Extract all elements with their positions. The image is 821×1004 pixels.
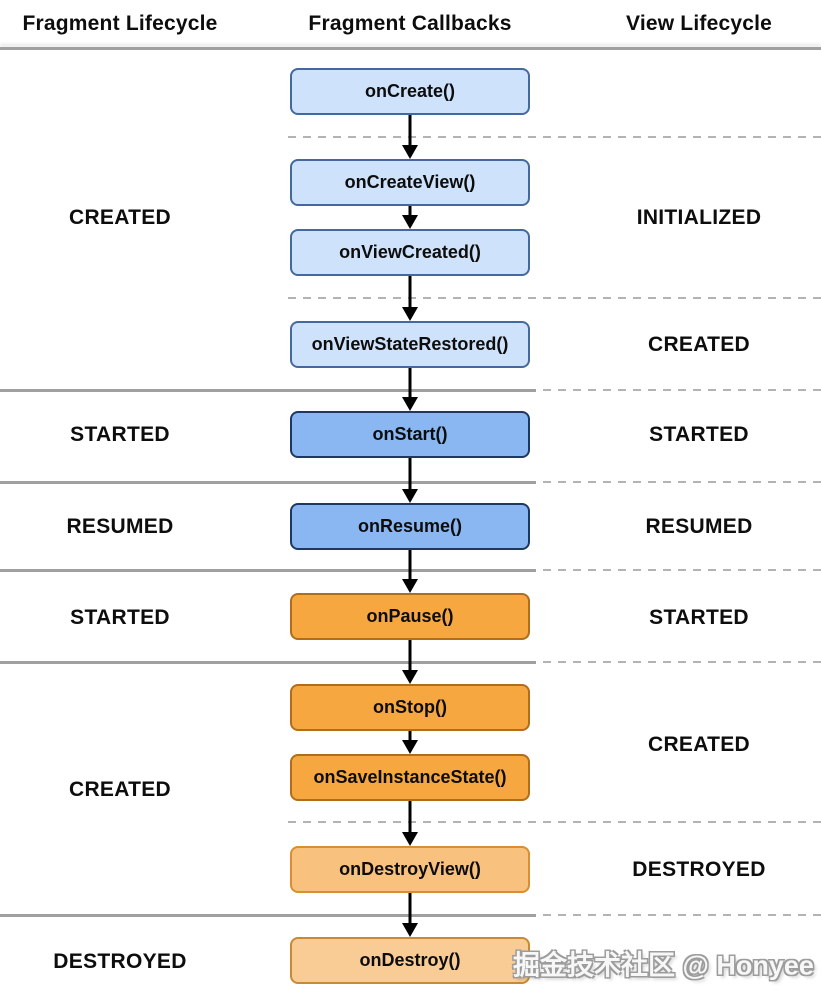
callback-label: onStop(): [373, 697, 447, 717]
divider-dashed: [543, 389, 821, 391]
divider-dashed: [543, 914, 821, 916]
callback-label: onResume(): [357, 516, 462, 536]
callback-box-onstop: onStop(): [290, 684, 530, 731]
callback-label: onDestroy(): [359, 950, 461, 970]
view-state-destroyed: DESTROYED: [632, 858, 766, 881]
view-state-started-2: STARTED: [649, 606, 749, 629]
header-divider: [0, 47, 821, 50]
divider-dashed: [543, 661, 821, 663]
callback-label: onCreate(): [364, 81, 455, 101]
column-title-fragment-lifecycle: Fragment Lifecycle: [22, 12, 218, 35]
divider-solid: [0, 481, 536, 484]
fragment-state-started: STARTED: [70, 423, 170, 446]
callback-box-onstart: onStart(): [290, 411, 530, 458]
callback-label: onDestroyView(): [339, 859, 481, 879]
column-title-view-lifecycle: View Lifecycle: [626, 12, 772, 35]
callback-box-oncreate: onCreate(): [290, 68, 530, 115]
view-state-resumed: RESUMED: [645, 515, 753, 538]
divider-solid: [0, 389, 536, 392]
callback-box-onsaveinstancestate: onSaveInstanceState(): [290, 754, 530, 801]
view-state-initialized: INITIALIZED: [636, 206, 762, 229]
fragment-state-created-2: CREATED: [68, 778, 172, 801]
callback-box-oncreateview: onCreateView(): [290, 159, 530, 206]
divider-dashed: [543, 481, 821, 483]
callback-label: onStart(): [372, 424, 448, 444]
view-state-started: STARTED: [649, 423, 749, 446]
divider-dashed: [288, 297, 821, 299]
view-state-created: CREATED: [647, 333, 751, 356]
callback-label: onSaveInstanceState(): [313, 767, 507, 787]
divider-dashed: [288, 821, 821, 823]
callback-label: onPause(): [366, 606, 454, 626]
callback-box-onresume: onResume(): [290, 503, 530, 550]
fragment-state-resumed: RESUMED: [66, 515, 174, 538]
callback-box-onviewcreated: onViewCreated(): [290, 229, 530, 276]
callback-label: onViewStateRestored(): [311, 334, 509, 354]
callback-label: onCreateView(): [344, 172, 476, 192]
watermark-text: 掘金技术社区 @ Honyee: [513, 950, 814, 981]
divider-solid: [0, 914, 536, 917]
divider-solid: [0, 661, 536, 664]
divider-solid: [0, 569, 536, 572]
callback-label: onViewCreated(): [339, 242, 481, 262]
view-state-created-2: CREATED: [647, 733, 751, 756]
callback-box-ondestroyview: onDestroyView(): [290, 846, 530, 893]
divider-dashed: [288, 136, 821, 138]
fragment-state-created: CREATED: [68, 206, 172, 229]
callback-box-ondestroy: onDestroy(): [290, 937, 530, 984]
fragment-state-started-2: STARTED: [70, 606, 170, 629]
fragment-state-destroyed: DESTROYED: [53, 950, 187, 973]
callback-box-onpause: onPause(): [290, 593, 530, 640]
callback-box-onviewstaterestored: onViewStateRestored(): [290, 321, 530, 368]
column-title-fragment-callbacks: Fragment Callbacks: [308, 12, 512, 35]
divider-dashed: [543, 569, 821, 571]
